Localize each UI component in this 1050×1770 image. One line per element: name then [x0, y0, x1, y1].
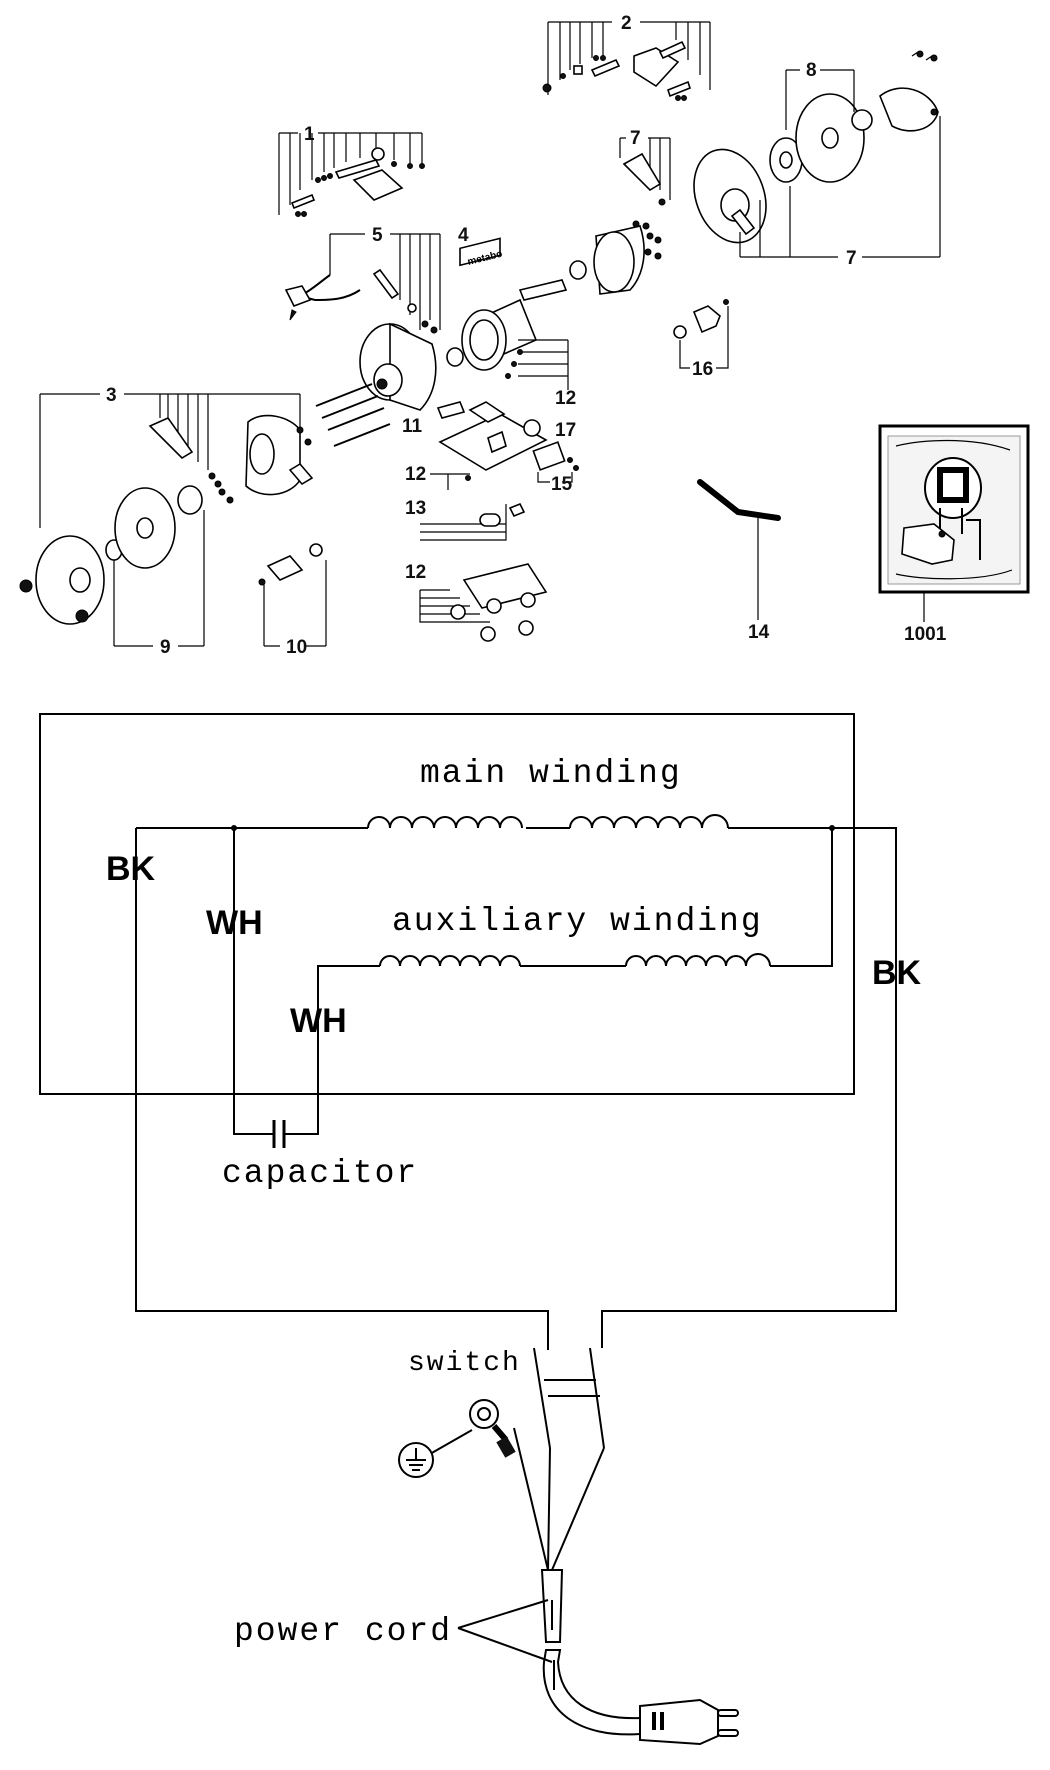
wh-lower-label: WH [290, 1002, 347, 1040]
callout-14: 15 [551, 474, 573, 495]
right-bk-wire [601, 827, 897, 1348]
switch-leads [547, 1447, 605, 1571]
left-wheel-assembly: 9 [19, 485, 205, 658]
right-wheel-assembly: 8 7 [693, 50, 941, 269]
motor-assembly [315, 220, 662, 447]
callout-group-5: 4 metabo [458, 225, 504, 268]
callout-7-top: 7 [630, 128, 641, 149]
auxiliary-winding-coil [379, 953, 771, 967]
callout-13: 13 [405, 498, 426, 519]
callout-group-1: 1 [278, 124, 425, 217]
wh-upper-label: WH [206, 904, 263, 942]
main-winding-label: main winding [420, 755, 682, 792]
main-winding-wire [135, 827, 832, 1094]
aux-winding-left-lead [288, 965, 380, 1135]
callout-1001: 1001 [904, 624, 947, 645]
callout-group-16: 14 [697, 479, 781, 643]
callout-2: 2 [621, 13, 632, 34]
left-bk-wire [135, 1094, 549, 1350]
callout-12-b: 12 [405, 464, 426, 485]
switch-label: switch [408, 1348, 521, 1379]
callout-12-c: 12 [405, 562, 426, 583]
callout-5: 4 [458, 225, 469, 246]
callout-group-7-top: 7 [619, 128, 671, 206]
ground-lead [513, 1427, 549, 1571]
plug-icon [639, 1698, 739, 1746]
callout-11: 11 [402, 416, 423, 437]
bk-left-label: BK [106, 850, 156, 888]
capacitor-label: capacitor [222, 1155, 418, 1192]
callout-group-2: 2 [542, 13, 711, 101]
ring-terminal-icon [469, 1399, 516, 1458]
callout-9: 9 [160, 637, 171, 658]
wiring-diagram: main winding auxiliary winding capacitor… [39, 713, 922, 1746]
callout-group-4: 5 [284, 225, 441, 334]
callout-group-1001: 1001 [878, 424, 1030, 645]
callout-group-10: 10 [258, 543, 327, 658]
callout-15: 16 [692, 359, 713, 380]
callout-1: 1 [304, 124, 315, 145]
callout-16: 14 [748, 622, 770, 643]
ground-symbol-icon [398, 1442, 434, 1478]
aux-winding-right-lead [790, 828, 833, 967]
callout-4: 5 [372, 225, 383, 246]
callout-8: 8 [806, 60, 817, 81]
power-cord-label: power cord [234, 1613, 452, 1650]
callout-17: 17 [555, 420, 576, 441]
callout-7-bottom: 7 [846, 248, 857, 269]
capacitor-symbol [272, 1120, 286, 1148]
callout-3: 3 [106, 385, 117, 406]
callout-group-15: 16 [673, 299, 729, 380]
switch: switch [408, 1347, 605, 1449]
callout-12-a: 12 [555, 388, 576, 409]
wh-capacitor-wire [233, 828, 270, 1135]
callout-group-3: 3 [39, 385, 314, 528]
auxiliary-winding-label: auxiliary winding [392, 903, 763, 940]
callout-10: 10 [286, 637, 307, 658]
exploded-view: 2 1 5 [19, 13, 1030, 658]
power-cord: power cord [234, 1569, 641, 1736]
main-winding-coil [367, 814, 729, 829]
bk-right-label: BK [872, 954, 922, 992]
base-assembly: 11 12 17 15 12 13 12 [402, 339, 579, 642]
motor-boundary-box [39, 713, 855, 1095]
